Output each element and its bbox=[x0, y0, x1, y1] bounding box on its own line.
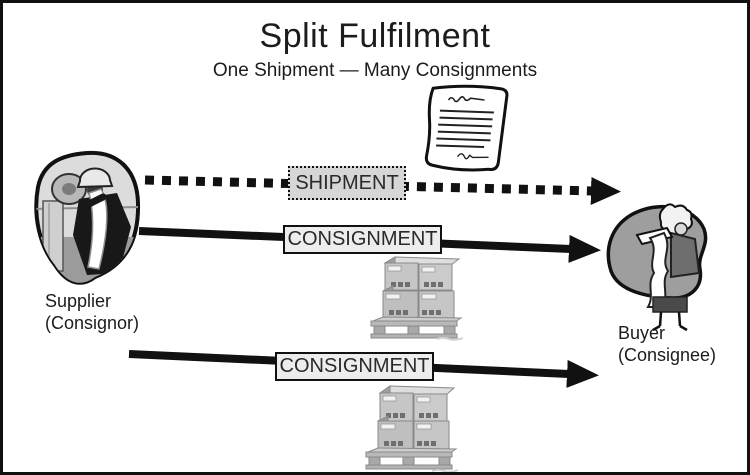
stock-watermark bbox=[436, 337, 464, 341]
diagram-subtitle: One Shipment — Many Consignments bbox=[212, 60, 538, 81]
supplier-label: Supplier (Consignor) bbox=[45, 291, 139, 335]
buyer-name: Buyer bbox=[618, 323, 666, 343]
buyer-role: (Consignee) bbox=[618, 344, 717, 365]
shipment-label-box: SHIPMENT bbox=[288, 166, 406, 200]
pallet-boxes-icon-1 bbox=[355, 255, 473, 346]
supplier-name: Supplier bbox=[45, 291, 112, 311]
supplier-worker-clipart bbox=[29, 149, 143, 298]
stock-watermark bbox=[431, 469, 459, 472]
consignment-label-box-2: CONSIGNMENT bbox=[275, 352, 434, 381]
consignment-label-box-1: CONSIGNMENT bbox=[283, 225, 442, 254]
buyer-clipart bbox=[601, 199, 713, 338]
buyer-label: Buyer (Consignee) bbox=[618, 323, 716, 367]
diagram-title: Split Fulfilment bbox=[259, 17, 491, 55]
signed-document-icon bbox=[415, 83, 515, 180]
supplier-role: (Consignor) bbox=[45, 312, 140, 333]
pallet-boxes-icon-2 bbox=[350, 383, 468, 472]
